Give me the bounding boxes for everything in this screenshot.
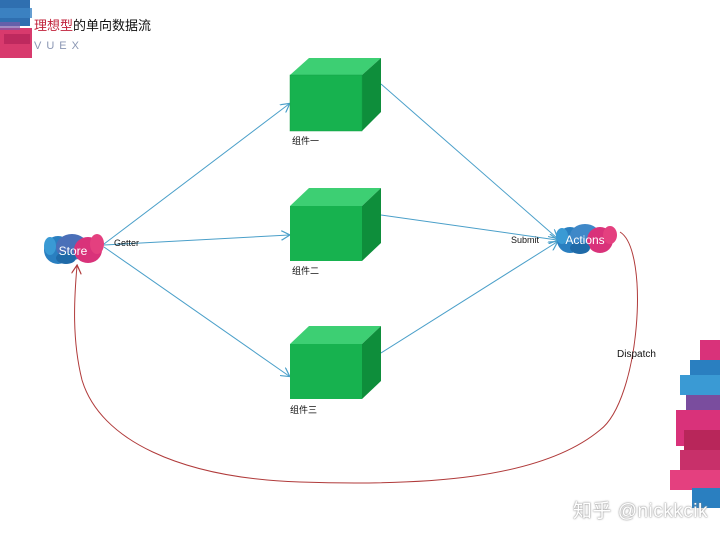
arrow-store-to-component3 [103,246,289,376]
arrow-component3-to-actions [380,242,557,354]
zhihu-watermark: 知乎 @nickkcik [572,501,708,522]
arrow-component2-to-actions [380,214,557,240]
side-brush-decoration [670,340,720,508]
component3-label: 组件三 [290,405,318,415]
component2-cube [290,188,381,261]
arrow-dispatch-actions-to-store [75,231,638,484]
title-highlight: 理想型 [34,18,74,33]
actions-label: Actions [565,233,604,247]
component3-cube [290,326,381,399]
store-label: Store [59,244,88,258]
arrow-component1-to-actions [380,83,557,238]
getter-label: Getter [114,238,140,248]
arrow-store-to-component1 [103,104,289,245]
component1-label: 组件一 [292,136,320,146]
submit-label: Submit [511,235,540,245]
page-subtitle: VUEX [34,40,84,52]
page-title: 理想型的单向数据流 [34,15,151,34]
actions-node: Actions [556,224,617,254]
title-rest: 的单向数据流 [73,18,152,33]
store-node: Store [44,234,104,264]
header-brush-decoration [0,0,32,58]
component1-cube [289,58,381,132]
arrow-store-to-component2 [103,235,289,246]
dispatch-label: Dispatch [617,349,656,360]
component2-label: 组件二 [292,266,320,276]
